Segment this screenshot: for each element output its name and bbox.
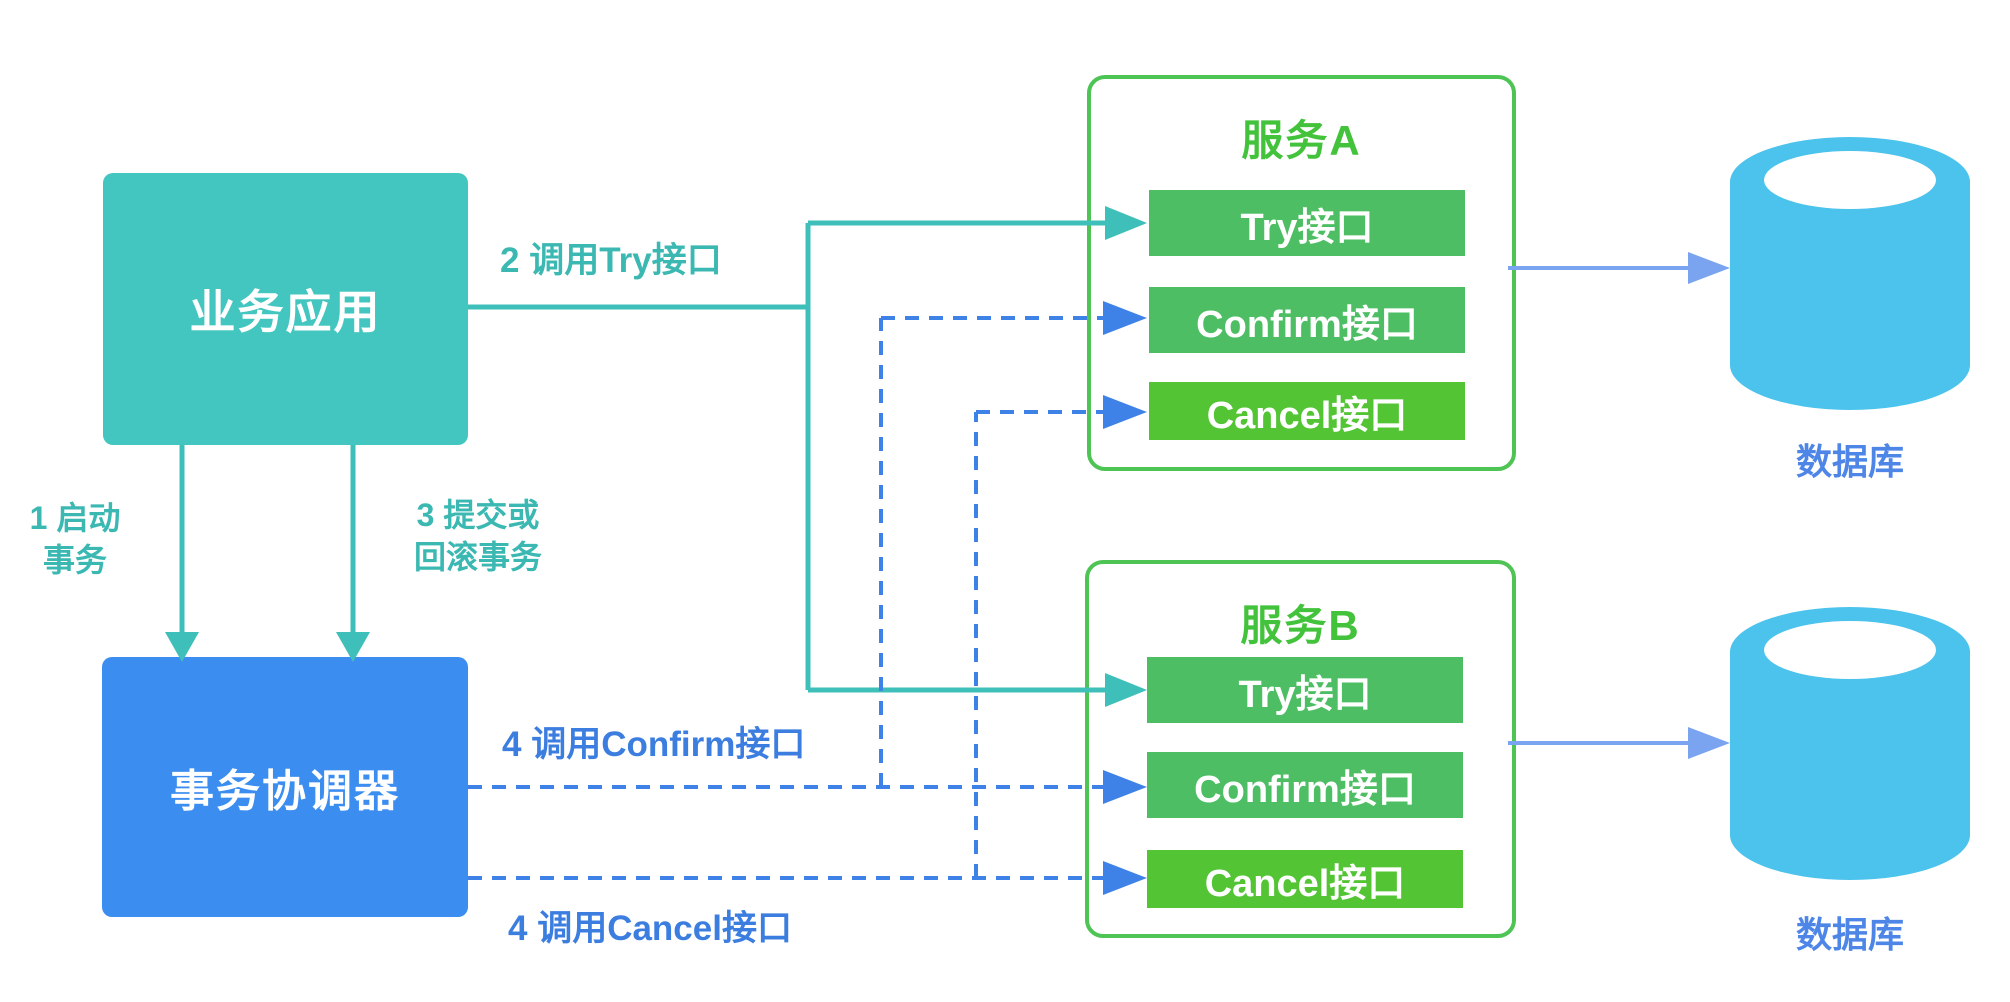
service-a-title: 服务A [1241, 117, 1362, 164]
database-b-icon [1730, 607, 1970, 880]
edge-label-commit-line1: 3 提交或 [416, 497, 540, 533]
arrowhead-db-a [1688, 252, 1730, 284]
transaction-coordinator-label: 事务协调器 [170, 767, 400, 816]
edge-label-commit-rollback: 3 提交或 回滚事务 [393, 495, 563, 578]
transaction-coordinator-box: 事务协调器 [102, 657, 468, 917]
database-b-opening [1764, 621, 1936, 679]
edge-label-call-cancel: 4 调用Cancel接口 [508, 909, 792, 948]
service-b-cancel-interface: Cancel接口 [1147, 850, 1463, 908]
edge-label-start-line2: 事务 [42, 541, 107, 578]
service-b-confirm-interface: Confirm接口 [1147, 752, 1463, 818]
database-b-top [1730, 607, 1970, 697]
database-b-body [1730, 652, 1970, 880]
edge-label-start-transaction: 1 启动 事务 [10, 498, 140, 581]
service-a-cancel-interface: Cancel接口 [1149, 382, 1465, 440]
edge-label-commit-line2: 回滚事务 [413, 538, 542, 575]
business-app-box: 业务应用 [103, 173, 468, 445]
edge-label-call-confirm: 4 调用Confirm接口 [502, 725, 806, 764]
service-b-try-interface: Try接口 [1147, 657, 1463, 723]
database-b-label: 数据库 [1795, 914, 1904, 955]
service-b-title: 服务B [1240, 602, 1361, 649]
service-a-confirm-interface: Confirm接口 [1149, 287, 1465, 353]
database-a-body [1730, 182, 1970, 410]
database-a-icon [1730, 137, 1970, 410]
service-a-panel: 服务A Try接口 Confirm接口 Cancel接口 [1087, 75, 1516, 471]
database-a-opening [1764, 151, 1936, 209]
database-a-top [1730, 137, 1970, 227]
service-a-try-interface: Try接口 [1149, 190, 1465, 256]
edge-label-call-try: 2 调用Try接口 [500, 241, 722, 280]
arrowhead-db-b [1688, 727, 1730, 759]
database-a-label: 数据库 [1795, 441, 1904, 482]
edge-label-start-line1: 1 启动 [29, 500, 121, 536]
service-b-panel: 服务B Try接口 Confirm接口 Cancel接口 [1085, 560, 1516, 938]
business-app-label: 业务应用 [189, 286, 382, 338]
